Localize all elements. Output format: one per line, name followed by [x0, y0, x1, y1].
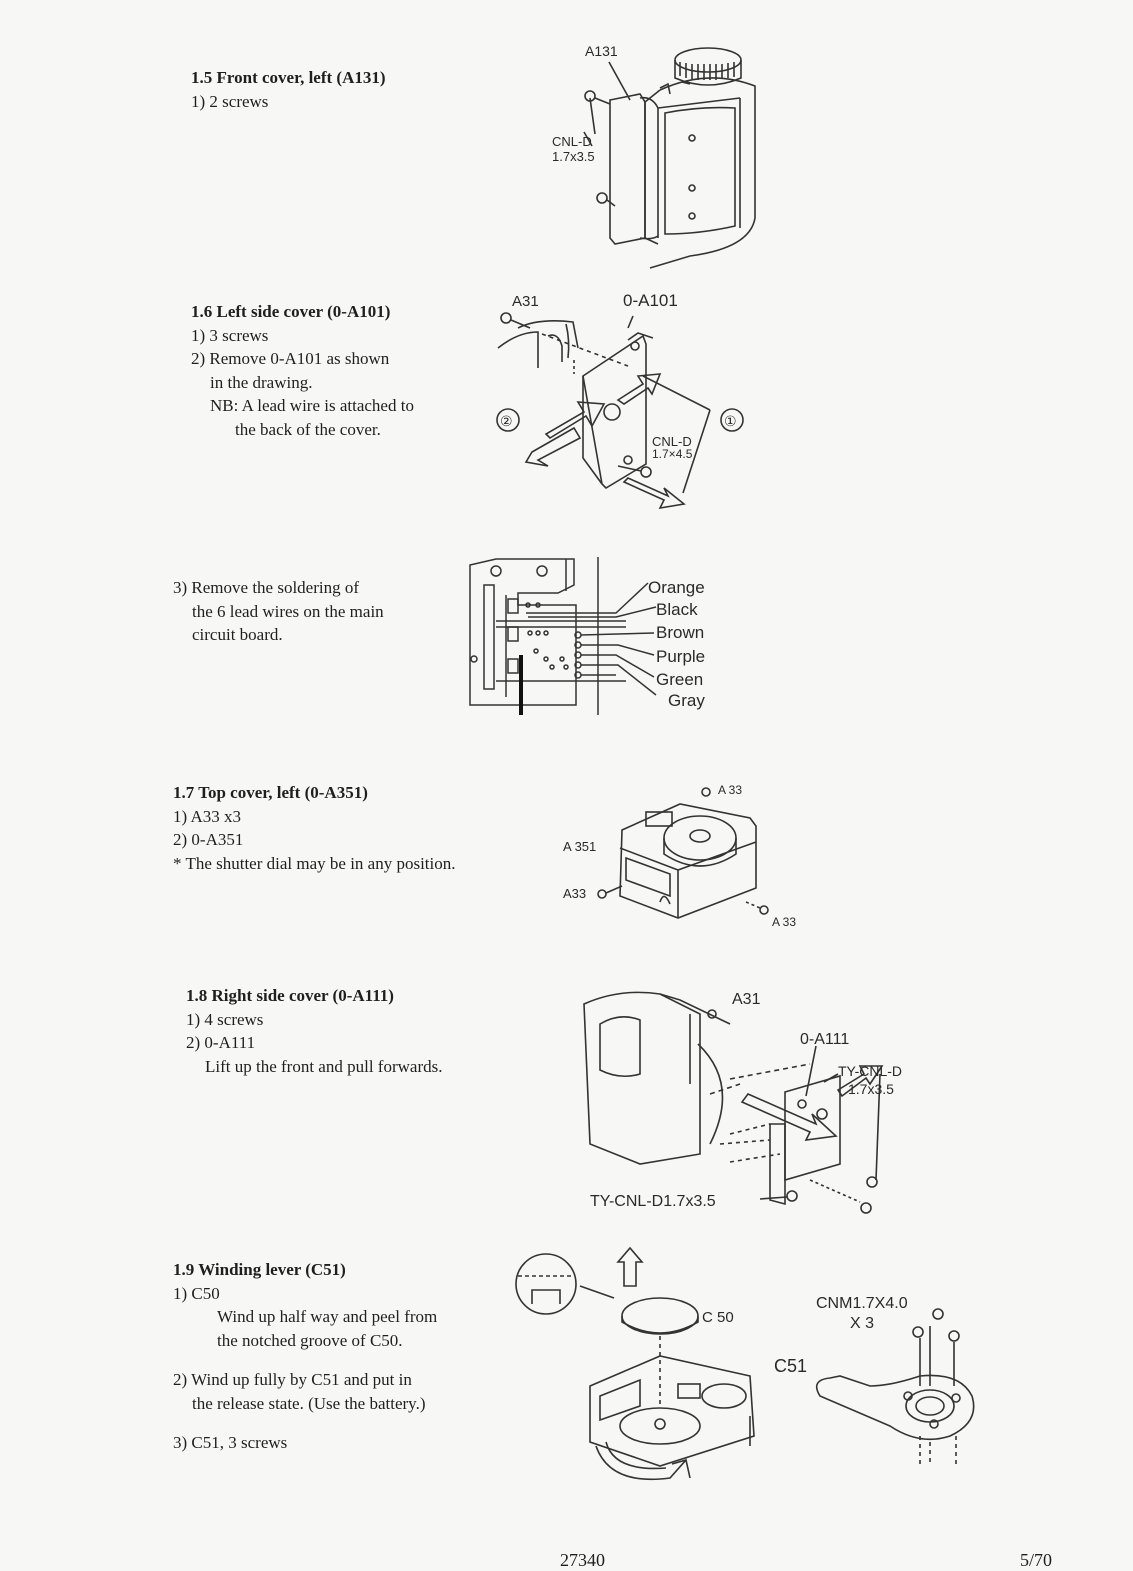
label-x3: X 3 [850, 1315, 874, 1332]
section-1-9-text: 1.9 Winding lever (C51) 1) C50 Wind up h… [173, 1258, 437, 1455]
section-1-6-3-text: 3) Remove the soldering of the 6 lead wi… [173, 576, 384, 647]
step-line: Wind up half way and peel from [217, 1307, 438, 1326]
section-heading: 1.8 Right side cover (0-A111) [186, 986, 394, 1005]
circuit-board-diagram: Orange Black Brown Purple Green Gray [466, 555, 716, 720]
label-0-a111: 0-A111 [800, 1031, 849, 1048]
step-line: Lift up the front and pull forwards. [205, 1056, 443, 1076]
step-line: NB: A lead wire is attached to [210, 396, 414, 415]
label-cnm-screw: CNM1.7X4.0 [816, 1295, 908, 1312]
step-line: in the drawing. [210, 372, 313, 392]
top-cover-diagram: A 33 A 351 A33 A 33 [560, 778, 810, 938]
step-line: 1) C50 [173, 1283, 220, 1303]
section-heading: 1.6 Left side cover (0-A101) [191, 302, 391, 321]
front-cover-diagram: A131 CNL-D 1.7x3.5 [540, 38, 770, 270]
callout-2: ② [500, 413, 513, 429]
wire-gray: Gray [668, 691, 705, 710]
section-1-5-text: 1.5 Front cover, left (A131) 1) 2 screws [191, 66, 386, 113]
step-line: 2) Remove 0-A101 as shown [191, 349, 390, 368]
label-screw-size: 1.7x3.5 [848, 1081, 894, 1097]
step-line: circuit board. [192, 625, 283, 644]
step-line: 3) C51, 3 screws [173, 1433, 288, 1452]
step-line: 1) 3 screws [191, 325, 269, 345]
right-side-cover-diagram: A31 0-A111 TY-CNL-D 1.7x3.5 TY-CNL-D1.7x… [580, 984, 920, 1224]
label-a31: A31 [512, 293, 539, 310]
label-ty-cnl-d-full: TY-CNL-D1.7x3.5 [590, 1193, 716, 1210]
wire-brown: Brown [656, 623, 704, 642]
label-0-a101: 0-A101 [623, 291, 678, 310]
section-1-6-text: 1.6 Left side cover (0-A101) 1) 3 screws… [191, 300, 414, 441]
label-screw-size: 1.7×4.5 [652, 447, 693, 461]
section-heading: 1.7 Top cover, left (0-A351) [173, 783, 368, 802]
section-1-7-text: 1.7 Top cover, left (0-A351) 1) A33 x3 2… [173, 781, 456, 875]
label-cnl-d: CNL-D [652, 434, 692, 449]
document-number: 27340 [560, 1550, 605, 1570]
winding-lever-diagram: C 50 CNM1.7X4.0 X 3 C51 [510, 1246, 1000, 1486]
left-side-cover-diagram: A31 0-A101 ② ① CNL-D 1.7×4.5 [478, 288, 758, 523]
wire-green: Green [656, 670, 703, 689]
section-1-8-text: 1.8 Right side cover (0-A111) 1) 4 screw… [186, 984, 442, 1078]
step-line: 2) 0-A351 [173, 830, 244, 849]
label-a33-left: A33 [563, 886, 586, 901]
label-cnl-d: CNL-D [552, 134, 592, 149]
label-screw-size: 1.7x3.5 [552, 149, 595, 164]
label-a31: A31 [732, 991, 761, 1008]
step-line: 2) Wind up fully by C51 and put in [173, 1370, 412, 1389]
step-line: 1) A33 x3 [173, 806, 241, 826]
label-a351: A 351 [563, 839, 596, 854]
label-a131: A131 [585, 43, 618, 59]
page-number: 5/70 [1020, 1550, 1053, 1570]
wire-orange: Orange [648, 578, 705, 597]
callout-1: ① [724, 413, 737, 429]
step-line: 2) 0-A111 [186, 1033, 256, 1052]
section-heading: 1.5 Front cover, left (A131) [191, 68, 386, 87]
step-line: 1) 4 screws [186, 1009, 264, 1029]
label-a33-top: A 33 [718, 783, 742, 797]
step-line: the notched groove of C50. [217, 1330, 403, 1350]
step-line: the 6 lead wires on the main [192, 601, 384, 621]
step-line: the back of the cover. [235, 419, 381, 439]
step-line: 1) 2 screws [191, 91, 269, 111]
section-heading: 1.9 Winding lever (C51) [173, 1260, 346, 1279]
label-c50: C 50 [702, 1309, 734, 1326]
step-line: the release state. (Use the battery.) [192, 1393, 426, 1413]
wire-black: Black [656, 600, 698, 619]
label-a33-bottom: A 33 [772, 915, 796, 929]
step-line: * The shutter dial may be in any positio… [173, 853, 456, 873]
label-ty-cnl-d: TY-CNL-D [838, 1063, 902, 1079]
label-c51: C51 [774, 1356, 807, 1376]
wire-purple: Purple [656, 647, 705, 666]
step-line: 3) Remove the soldering of [173, 578, 360, 597]
